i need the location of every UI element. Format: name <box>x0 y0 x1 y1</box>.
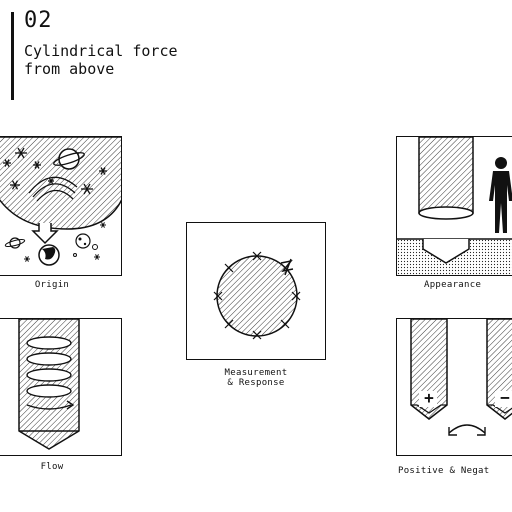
small-planet-icon <box>4 237 26 249</box>
panel-origin <box>0 136 122 276</box>
flow-illustration <box>18 319 80 450</box>
measurement-illustration <box>213 251 301 340</box>
planet-icon <box>53 148 85 170</box>
panel-measurement <box>186 222 326 360</box>
caption-flow: Flow <box>40 462 64 472</box>
caption-origin: Origin <box>34 280 70 290</box>
x-mark-icon <box>213 251 301 340</box>
panel-flow <box>0 318 122 456</box>
globe-icon <box>38 244 60 266</box>
caption-appearance: Appearance <box>424 280 482 290</box>
down-arrow-icon <box>422 239 470 264</box>
caption-polarity: Positive & Negat <box>398 466 490 476</box>
star-icon <box>3 147 107 195</box>
comet-icon <box>28 176 78 202</box>
plus-sign: + <box>424 388 434 407</box>
spiral-coil-icon <box>26 336 72 398</box>
minus-sign: − <box>500 388 510 407</box>
zigzag-icon <box>280 258 294 276</box>
appearance-illustration <box>397 137 512 275</box>
panel-polarity: + − <box>396 318 512 456</box>
section-number: 02 <box>24 8 53 33</box>
polarity-illustration <box>410 319 512 436</box>
panel-appearance <box>396 136 512 276</box>
curved-arrow-icon <box>448 424 486 434</box>
down-arrow-icon <box>31 223 59 245</box>
moon-icon <box>73 233 98 257</box>
origin-illustration <box>0 137 121 266</box>
arrowhead-icon <box>66 400 75 410</box>
person-silhouette-icon <box>489 157 512 233</box>
section-title: Cylindrical force from above <box>24 42 178 78</box>
small-star-icon <box>24 222 106 262</box>
caption-measurement: Measurement & Response <box>224 368 288 388</box>
header-accent-bar <box>11 12 14 100</box>
